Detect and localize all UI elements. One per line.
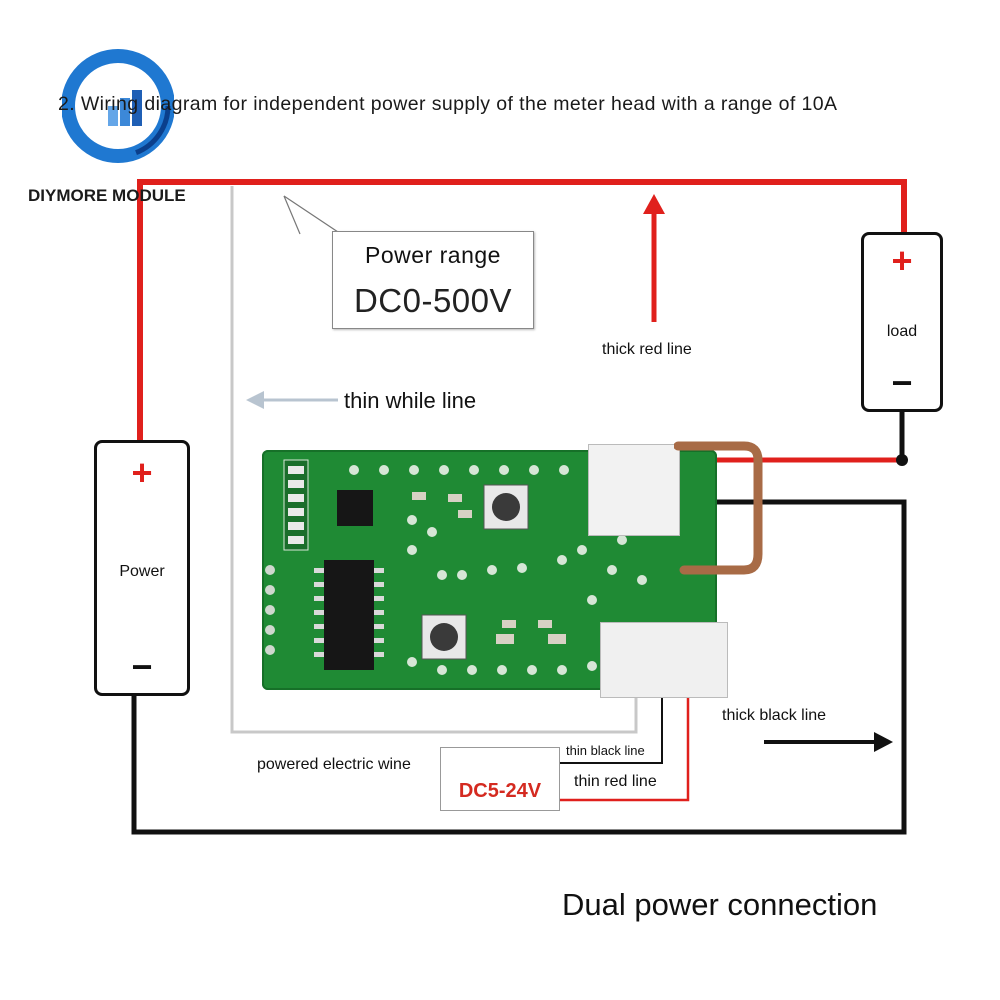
power-connector	[600, 622, 728, 698]
load-label: load	[886, 323, 918, 340]
dc-supply-box: DC5-24V	[440, 747, 560, 811]
diymore-logo-icon	[62, 49, 174, 163]
callout-pointer	[283, 195, 352, 233]
left-arrow-icon	[246, 391, 338, 409]
shunt-resistor	[674, 441, 763, 575]
power-range-callout: Power range DC0-500V	[332, 231, 534, 329]
power-minus: −	[131, 646, 153, 687]
current-connector	[588, 444, 680, 536]
thin-white-wire	[230, 186, 638, 734]
thick-black-wire	[131, 499, 907, 835]
thin-red-wire	[560, 690, 690, 802]
page-title: 2. Wiring diagram for independent power …	[58, 93, 838, 115]
thin-black-wire	[560, 690, 663, 764]
powered-wire-label: powered electric wine	[257, 756, 411, 773]
load-box: + load −	[861, 232, 943, 412]
right-arrow-icon	[764, 732, 893, 752]
dc-supply-label: DC5-24V	[458, 780, 542, 802]
brand-label: DIYMORE MODULE	[28, 186, 186, 205]
load-plus: +	[891, 240, 913, 281]
wire-junction	[896, 454, 908, 466]
thick-black-line-label: thick black line	[722, 707, 827, 724]
thick-red-wire	[137, 179, 907, 442]
pcb-components	[265, 459, 647, 675]
thick-red-line-label: thick red line	[602, 341, 692, 358]
power-plus: +	[131, 452, 153, 493]
callout-line1: Power range	[365, 242, 501, 268]
power-label: Power	[119, 563, 165, 580]
power-supply-box: + Power −	[94, 440, 190, 696]
diagram-caption: Dual power connection	[562, 887, 878, 922]
meter-pcb-module	[262, 441, 763, 698]
thin-red-line-label: thin red line	[574, 773, 657, 790]
thin-black-line-label: thin black line	[566, 743, 645, 758]
up-arrow-icon	[643, 194, 665, 322]
callout-line2: DC0-500V	[353, 282, 513, 319]
load-minus: −	[891, 362, 913, 403]
thin-white-line-label: thin while line	[344, 388, 477, 413]
